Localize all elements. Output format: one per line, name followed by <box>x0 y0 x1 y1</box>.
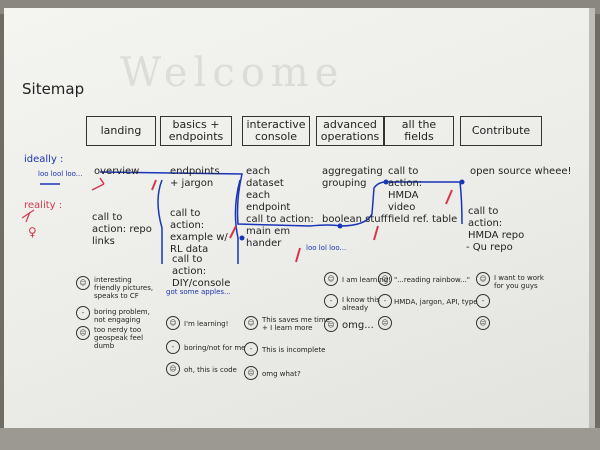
note-boring: boring problem, not engaging <box>94 308 150 324</box>
neutral-face-icon: - <box>76 306 90 320</box>
marker-tray <box>0 428 600 450</box>
boolean-stuff: boolean stuff <box>322 214 388 225</box>
note-omg-what: omg what? <box>262 370 301 378</box>
note-know-already: I know this already <box>342 296 380 312</box>
call-action-repo: call to action: repo links <box>92 212 152 247</box>
loo-note: loo lol loo... <box>306 244 347 252</box>
cu-repo: - Qu repo <box>466 242 513 253</box>
neutral-face-icon: - <box>166 340 180 354</box>
section-contribute: Contribute <box>460 116 542 146</box>
note-code: oh, this is code <box>184 366 237 374</box>
endpoints-jargon: endpoints + jargon <box>170 166 220 189</box>
frown-face-icon: ☹ <box>378 316 392 330</box>
ideally-bubble: loo lool loo... <box>38 170 83 178</box>
frown-face-icon: ☹ <box>324 318 338 332</box>
aggregating: aggregating grouping <box>322 166 383 189</box>
section-landing: landing <box>86 116 156 146</box>
note-i-am-learning: I am learning! <box>342 276 391 284</box>
call-action-example: call to action: example w/ RL data <box>170 208 228 255</box>
section-basics: basics + endpoints <box>160 116 232 146</box>
note-omg: omg... <box>342 320 374 331</box>
field-ref-table: field ref. table <box>388 214 458 225</box>
each-dataset: each dataset each endpoint <box>246 166 291 213</box>
neutral-face-icon: - <box>324 294 338 308</box>
note-hmda-jargon: HMDA, jargon, API, type <box>394 298 478 306</box>
sitemap-title: Sitemap <box>22 80 85 98</box>
label-ideally: ideally : <box>24 154 64 165</box>
neutral-face-icon: - <box>476 294 490 308</box>
note-not-for-me: boring/not for me <box>184 344 246 352</box>
note-nerdy: too nerdy too geospeak feel dumb <box>94 326 144 350</box>
call-action-main: call to action: main em hander <box>246 214 314 249</box>
section-advanced: advanced operations <box>316 116 384 146</box>
call-action-diy: call to action: DIY/console <box>172 254 231 289</box>
note-incomplete: This is incomplete <box>262 346 326 354</box>
open-source: open source wheee! <box>470 166 572 177</box>
frown-face-icon: ☹ <box>76 326 90 340</box>
neutral-face-icon: - <box>244 342 258 356</box>
smiley-face-icon: ☺ <box>166 316 180 330</box>
apples-note: got some apples... <box>166 288 231 296</box>
smiley-face-icon: ☺ <box>476 272 490 286</box>
note-interesting: interesting friendly pictures, speaks to… <box>94 276 154 300</box>
smiley-face-icon: ☺ <box>244 316 258 330</box>
neutral-face-icon: - <box>378 294 392 308</box>
call-action-hmda-repo: call to action: HMDA repo <box>468 206 525 241</box>
frown-face-icon: ☹ <box>476 316 490 330</box>
note-reading-rainbow: "...reading rainbow..." <box>394 276 470 284</box>
erased-writing: Welcome <box>120 50 345 96</box>
smiley-face-icon: ☺ <box>378 272 392 286</box>
note-work-for-you: I want to work for you guys <box>494 274 544 290</box>
overview: overview <box>94 166 140 177</box>
frown-face-icon: ☹ <box>244 366 258 380</box>
section-fields: all the fields <box>384 116 454 146</box>
section-console: interactive console <box>242 116 310 146</box>
label-reality: reality : <box>24 200 63 211</box>
whiteboard <box>4 8 595 428</box>
stick-figure-icon: ♀ <box>28 225 37 239</box>
call-action-hmda: call to action: HMDA video <box>388 166 423 213</box>
note-saves-time: This saves me time + I learn more <box>262 316 330 332</box>
note-learning: I'm learning! <box>184 320 229 328</box>
smiley-face-icon: ☺ <box>76 276 90 290</box>
smiley-face-icon: ☺ <box>324 272 338 286</box>
frown-face-icon: ☹ <box>166 362 180 376</box>
